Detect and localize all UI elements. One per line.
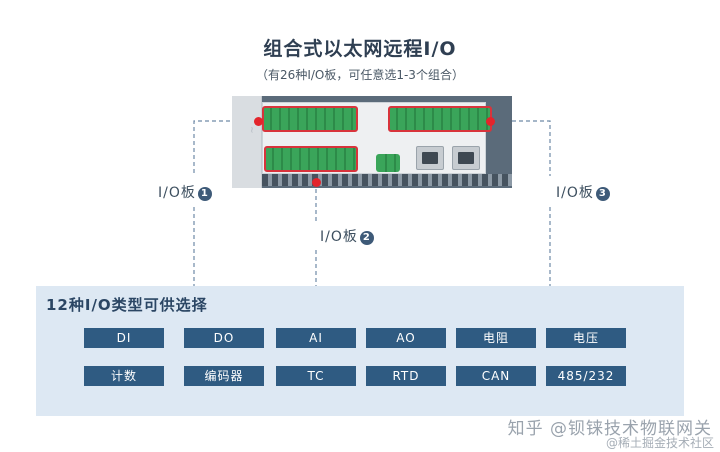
callout-dot-2 [312,178,321,187]
io-type-chip: DI [84,328,164,348]
io-type-chip: 485/232 [546,366,626,386]
terminal-block-1 [262,106,358,132]
connector-line-3 [491,120,551,286]
io-type-chip: AO [366,328,446,348]
callout-dot-3 [486,117,495,126]
diagram-subtitle: （有26种I/O板，可任意选1-3个组合） [256,68,464,82]
watermark-zhihu: 知乎 @钡铼技术物联网关 [507,419,712,439]
callout-label: I/O板 [158,185,196,201]
callout-label: I/O板 [320,229,358,245]
device-heatsink-fins [262,174,512,186]
io-type-chip: AI [276,328,356,348]
terminal-block-3 [388,106,492,132]
io-type-chip: 计数 [84,366,164,386]
terminal-block-2 [264,146,358,172]
device-side-cover: ~ [232,96,262,188]
callout-number-badge: 1 [197,187,212,201]
device-logo: ~ [246,126,256,134]
callout-number-badge: 3 [595,187,610,201]
io-types-panel [36,286,684,416]
io-type-chip: TC [276,366,356,386]
io-types-panel-title: 12种I/O类型可供选择 [46,296,208,314]
callout-number-badge: 2 [359,231,374,245]
io-type-chip: 电压 [546,328,626,348]
io-type-chip: RTD [366,366,446,386]
watermark-juejin: @稀土掘金技术社区 [605,436,714,450]
io-type-chip: 编码器 [184,366,264,386]
callout-dot-1 [254,117,263,126]
power-terminal [376,154,400,172]
callout-label: I/O板 [556,185,594,201]
io-type-chip: 电阻 [456,328,536,348]
ethernet-port-2 [452,146,480,170]
ethernet-port-1 [416,146,444,170]
diagram-title: 组合式以太网远程I/O [263,38,457,60]
io-device-image: ~ [232,96,512,188]
io-type-chip: DO [184,328,264,348]
io-type-chip: CAN [456,366,536,386]
